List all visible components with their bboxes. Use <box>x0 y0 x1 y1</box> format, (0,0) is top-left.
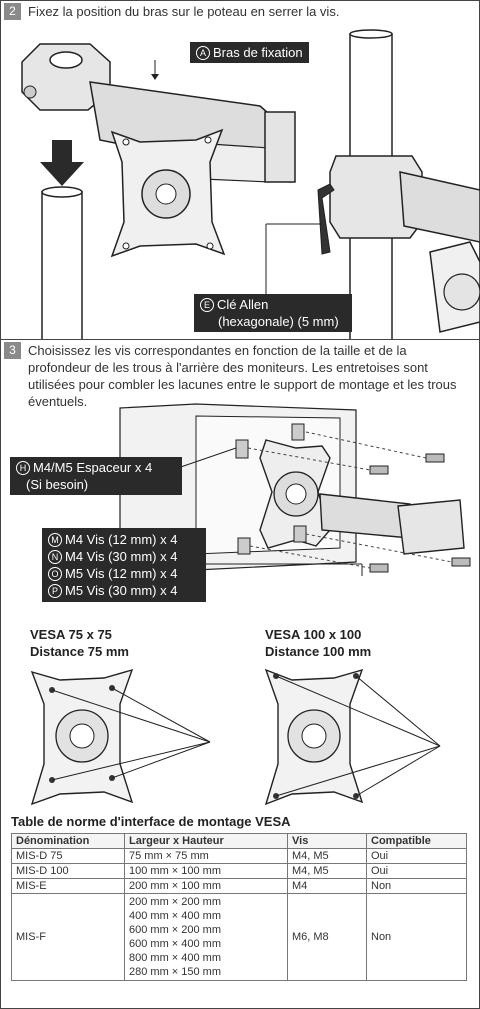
vesa-patterns-illustration <box>30 668 441 806</box>
cell-compatible: Non <box>366 878 467 894</box>
cell-screws: M6, M8 <box>287 893 367 981</box>
label-h-line1: M4/M5 Espaceur x 4 <box>33 460 153 475</box>
vesa-standard-table: Dénomination Largeur x Hauteur Vis Compa… <box>11 833 467 981</box>
cell-size: 100 mm × 100 mm <box>124 863 288 879</box>
size-item: 200 mm × 200 mm <box>129 896 222 908</box>
header-size: Largeur x Hauteur <box>124 833 288 849</box>
circle-letter-n: N <box>48 550 62 564</box>
step-3-text: Choisissez les vis correspondantes en fo… <box>28 343 457 409</box>
size-item: 280 mm × 150 mm <box>129 966 222 978</box>
cell-size: 75 mm × 75 mm <box>124 848 288 864</box>
screw-selection-illustration <box>119 403 471 576</box>
cell-name: MIS-F <box>11 893 125 981</box>
cell-compatible: Non <box>366 893 467 981</box>
step-2-text: Fixez la position du bras sur le poteau … <box>28 4 340 19</box>
screw-p-text: M5 Vis (30 mm) x 4 <box>65 583 178 598</box>
size-item: 600 mm × 200 mm <box>129 924 222 936</box>
table-header-row: Dénomination Largeur x Hauteur Vis Compa… <box>11 833 467 849</box>
size-item: 800 mm × 400 mm <box>129 952 222 964</box>
circle-letter-a: A <box>196 46 210 60</box>
table-row: MIS-D 100 100 mm × 100 mm M4, M5 Oui <box>11 863 467 879</box>
step-number-2: 2 <box>4 3 21 20</box>
vesa-75-line2: Distance 75 mm <box>30 644 129 659</box>
screw-n-text: M4 Vis (30 mm) x 4 <box>65 549 178 564</box>
table-row: MIS-D 75 75 mm × 75 mm M4, M5 Oui <box>11 848 467 864</box>
header-screws: Vis <box>287 833 367 849</box>
label-e-line2: (hexagonale) (5 mm) <box>218 314 339 329</box>
step-number-3: 3 <box>4 342 21 359</box>
cell-compatible: Oui <box>366 863 467 879</box>
label-h-line2: (Si besoin) <box>26 477 89 492</box>
cell-name: MIS-E <box>11 878 125 894</box>
cell-screws: M4, M5 <box>287 863 367 879</box>
screw-o-text: M5 Vis (12 mm) x 4 <box>65 566 178 581</box>
cell-size: 200 mm × 100 mm <box>124 878 288 894</box>
label-e-line1: Clé Allen <box>217 297 269 312</box>
size-item: 600 mm × 400 mm <box>129 938 222 950</box>
cell-name: MIS-D 75 <box>11 848 125 864</box>
vesa-100-line2: Distance 100 mm <box>265 644 372 659</box>
screw-m-text: M4 Vis (12 mm) x 4 <box>65 532 178 547</box>
table-row-mis-f: MIS-F 200 mm × 200 mm 400 mm × 400 mm 60… <box>11 893 467 981</box>
section-divider <box>0 339 480 340</box>
cell-name: MIS-D 100 <box>11 863 125 879</box>
arm-attachment-illustration <box>21 29 480 340</box>
vesa-75-heading: VESA 75 x 75 Distance 75 mm <box>30 626 129 660</box>
header-compatible: Compatible <box>366 833 467 849</box>
circle-letter-p: P <box>48 584 62 598</box>
vesa-100-line1: VESA 100 x 100 <box>265 627 362 642</box>
vesa-75-line1: VESA 75 x 75 <box>30 627 112 642</box>
table-row: MIS-E 200 mm × 100 mm M4 Non <box>11 878 467 894</box>
cell-compatible: Oui <box>366 848 467 864</box>
circle-letter-h: H <box>16 461 30 475</box>
cell-size-list: 200 mm × 200 mm 400 mm × 400 mm 600 mm ×… <box>124 893 288 981</box>
cell-screws: M4, M5 <box>287 848 367 864</box>
circle-letter-o: O <box>48 567 62 581</box>
vesa-100-heading: VESA 100 x 100 Distance 100 mm <box>265 626 371 660</box>
circle-letter-e: E <box>200 298 214 312</box>
size-item: 400 mm × 400 mm <box>129 910 222 922</box>
label-a-text: Bras de fixation <box>213 45 303 60</box>
circle-letter-m: M <box>48 533 62 547</box>
header-denomination: Dénomination <box>11 833 125 849</box>
cell-screws: M4 <box>287 878 367 894</box>
table-title: Table de norme d'interface de montage VE… <box>11 814 291 829</box>
